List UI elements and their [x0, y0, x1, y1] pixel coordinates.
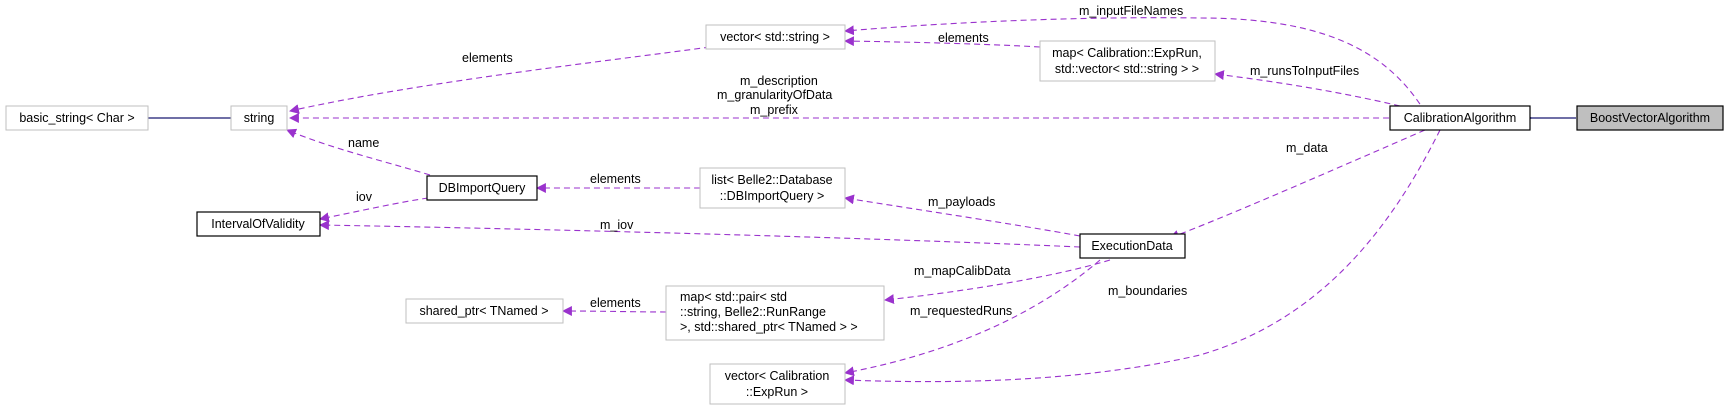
node-shared-ptr[interactable]: shared_ptr< TNamed > [405, 298, 564, 324]
edge-label-m-mapcalibdata: m_mapCalibData [914, 264, 1011, 278]
edge-m-requestedruns [844, 259, 1101, 377]
edge-label-m-inputfilenames: m_inputFileNames [1079, 4, 1183, 18]
edge-m-mapcalibdata [884, 259, 1111, 304]
edge-label-m-data: m_data [1286, 141, 1328, 155]
node-executiondata[interactable]: ExecutionData [1079, 233, 1186, 259]
node-label-map-pair-line1: map< std::pair< std [680, 290, 787, 304]
node-label-map-pair-line2: ::string, Belle2::RunRange [680, 305, 826, 319]
node-label-vector-exprun-line2: ::ExpRun > [746, 385, 808, 399]
edge-label-elements-db-list: elements [590, 172, 641, 186]
edge-label-m-description: m_description [740, 74, 818, 88]
edge-name [286, 128, 431, 176]
node-vector-string[interactable]: vector< std::string > [705, 24, 846, 50]
edge-label-elements-map-vector: elements [938, 31, 989, 45]
node-label-string: string [244, 111, 275, 125]
node-vector-exprun[interactable]: vector< Calibration ::ExpRun > [709, 363, 846, 405]
node-boostvectoralgorithm[interactable]: BoostVectorAlgorithm [1576, 105, 1724, 131]
node-label-list-line2: ::DBImportQuery > [720, 189, 825, 203]
node-label-shared-ptr: shared_ptr< TNamed > [419, 304, 548, 318]
node-label-dbimportquery: DBImportQuery [439, 181, 527, 195]
edge-label-elements-shared-map: elements [590, 296, 641, 310]
node-label-intervalofvalidity: IntervalOfValidity [211, 217, 305, 231]
node-map-pair-runrange[interactable]: map< std::pair< std ::string, Belle2::Ru… [665, 285, 885, 341]
node-map-exprun-vector[interactable]: map< Calibration::ExpRun, std::vector< s… [1039, 40, 1216, 82]
edge-m-data [1169, 129, 1426, 240]
edge-label-m-iov: m_iov [600, 218, 634, 232]
node-label-vector-exprun-line1: vector< Calibration [725, 369, 830, 383]
edge-label-name: name [348, 136, 379, 150]
edge-label-m-boundaries: m_boundaries [1108, 284, 1187, 298]
node-label-boostvectoralgorithm: BoostVectorAlgorithm [1590, 111, 1710, 125]
node-basic-string[interactable]: basic_string< Char > [5, 105, 149, 131]
node-intervalofvalidity[interactable]: IntervalOfValidity [196, 211, 321, 237]
node-label-executiondata: ExecutionData [1091, 239, 1172, 253]
node-label-map-exprun-line1: map< Calibration::ExpRun, [1052, 46, 1202, 60]
edge-elements-map-shared [562, 306, 667, 316]
node-string[interactable]: string [230, 105, 288, 131]
edge-m-payloads [844, 194, 1081, 237]
edge-label-m-runstoinputfiles: m_runsToInputFiles [1250, 64, 1359, 78]
edge-elements-vector-string [289, 46, 711, 114]
node-label-basic-string: basic_string< Char > [19, 111, 134, 125]
node-label-calibrationalgorithm: CalibrationAlgorithm [1404, 111, 1517, 125]
node-label-list-line1: list< Belle2::Database [711, 173, 832, 187]
edge-label-iov: iov [356, 190, 373, 204]
edge-iov [319, 197, 429, 223]
edge-label-elements-vector-string: elements [462, 51, 513, 65]
edge-label-m-requestedruns: m_requestedRuns [910, 304, 1012, 318]
node-calibrationalgorithm[interactable]: CalibrationAlgorithm [1389, 105, 1531, 131]
edge-label-m-granularityofdata: m_granularityOfData [717, 88, 832, 102]
edge-label-m-prefix: m_prefix [750, 103, 799, 117]
edge-m-iov [319, 220, 1081, 248]
node-list-dbimportquery[interactable]: list< Belle2::Database ::DBImportQuery > [699, 167, 846, 209]
node-label-map-pair-line3: >, std::shared_ptr< TNamed > > [680, 320, 858, 334]
edge-m-runstoinputfiles [1214, 70, 1401, 107]
edge-m-boundaries [844, 129, 1441, 386]
edge-elements-map-vector [844, 36, 1041, 48]
node-label-map-exprun-line2: std::vector< std::string > > [1055, 62, 1199, 76]
node-label-vector-string: vector< std::string > [720, 30, 830, 44]
node-dbimportquery[interactable]: DBImportQuery [426, 175, 538, 201]
edge-label-m-payloads: m_payloads [928, 195, 995, 209]
edge-m-inputfilenames [844, 17, 1436, 131]
